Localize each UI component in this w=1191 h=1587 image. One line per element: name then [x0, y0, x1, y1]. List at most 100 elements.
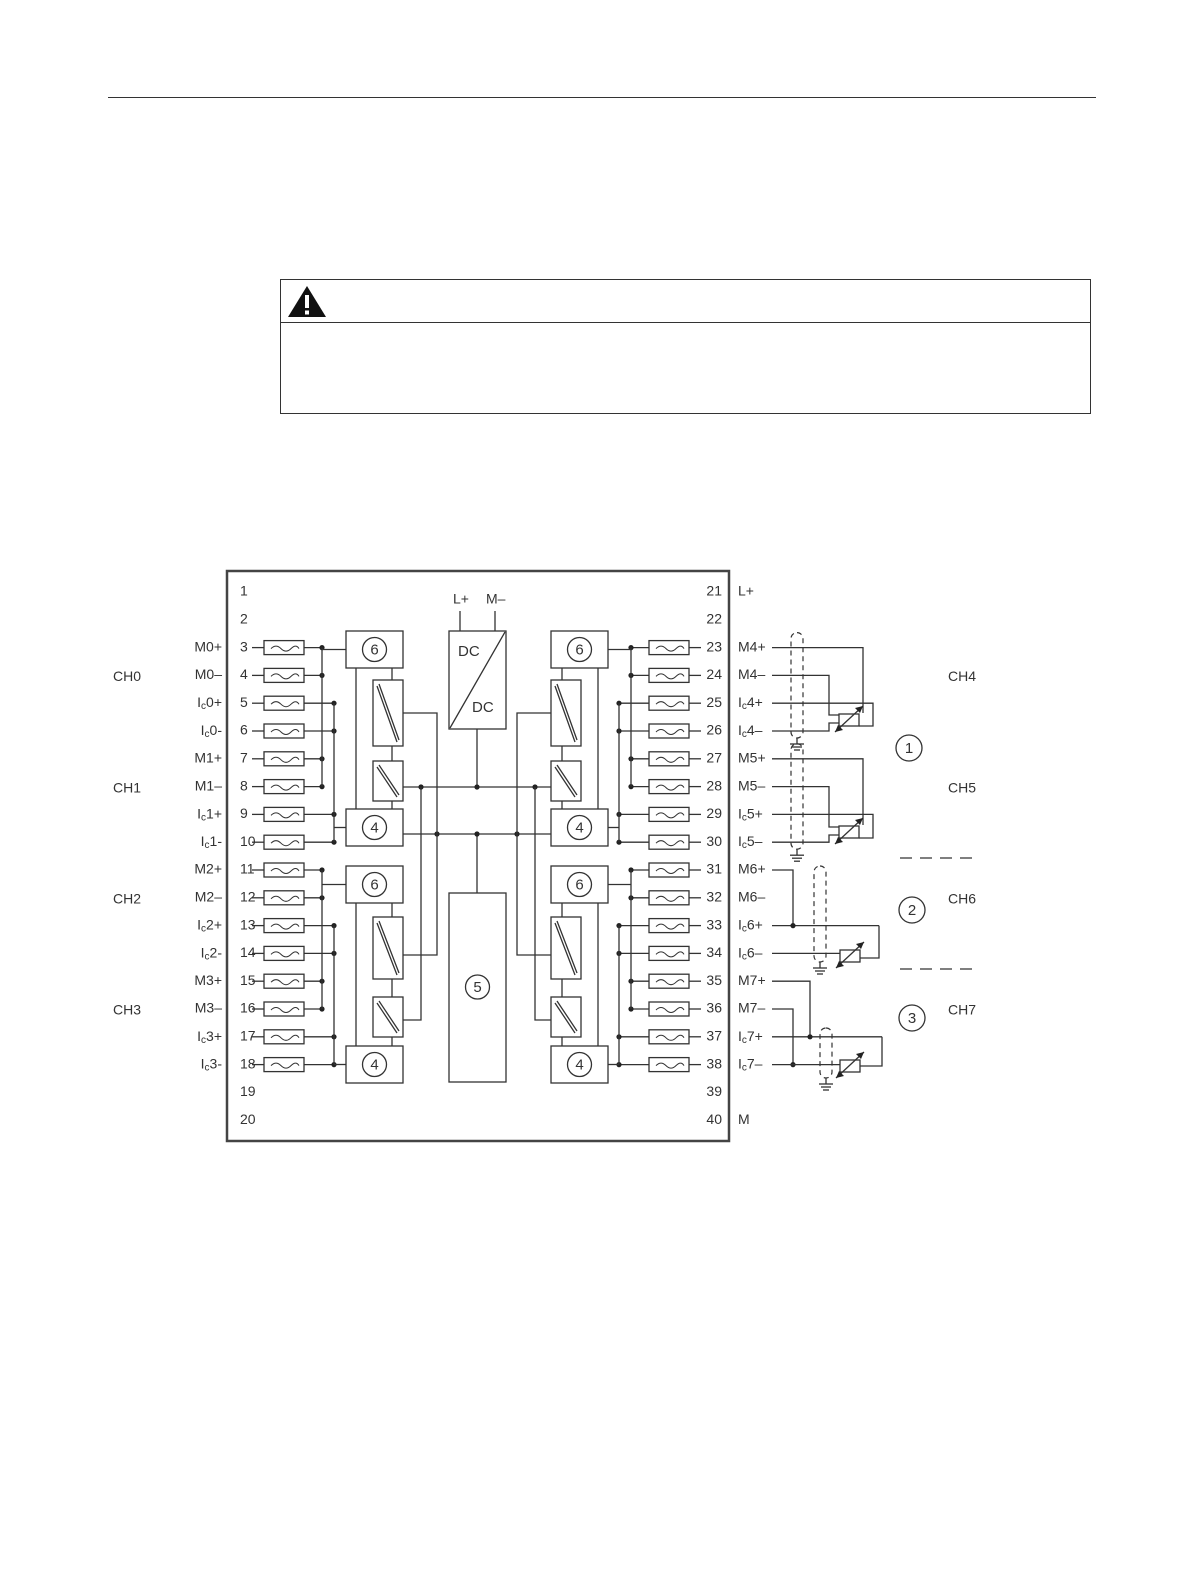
terminal-number: 40 — [706, 1111, 722, 1127]
external-wire — [772, 869, 794, 926]
converter-slash — [378, 683, 400, 741]
terminal-number: 5 — [240, 694, 248, 710]
terminal-label: Ic3+ — [197, 1028, 222, 1046]
terminal-label: Ic7+ — [738, 1028, 763, 1046]
terminal-label: M1+ — [194, 750, 222, 766]
terminal-number: 8 — [240, 777, 248, 793]
terminal-number: 6 — [240, 722, 248, 738]
terminal-number: 1 — [240, 583, 248, 599]
filter-wave — [655, 784, 685, 791]
channel-label: CH5 — [948, 779, 976, 795]
terminal-label: M4– — [738, 666, 765, 682]
callout-4-circle — [361, 814, 388, 841]
filter-wave — [270, 923, 300, 930]
terminal-label: M7– — [738, 1000, 765, 1016]
filter-wave — [655, 729, 685, 735]
dcdc-label: DC — [458, 643, 480, 660]
filter-wave — [655, 645, 685, 652]
converter-slash — [376, 766, 398, 798]
callout-4: 4 — [370, 1056, 378, 1073]
terminal-number: 39 — [706, 1083, 722, 1099]
external-wire — [772, 1008, 794, 1065]
callout-5-circle — [464, 974, 491, 1000]
terminal-number: 14 — [240, 944, 256, 960]
warning-triangle-icon — [288, 286, 326, 317]
rtd-arrowhead — [855, 818, 863, 825]
filter-wave — [270, 1034, 300, 1041]
terminal-number: 13 — [240, 916, 256, 932]
junction-dot — [331, 839, 337, 845]
bus-wire — [516, 834, 551, 956]
terminal-label: Ic2+ — [197, 916, 222, 934]
terminal-number: 2 — [240, 611, 248, 627]
callout-6: 6 — [575, 876, 583, 893]
terminal-number: 33 — [706, 916, 722, 932]
terminal-label: M6– — [738, 889, 765, 905]
terminal-label: Ic2- — [201, 944, 223, 962]
terminal-number: 29 — [706, 805, 722, 821]
terminal-label: Ic3- — [201, 1055, 223, 1073]
external-wire — [860, 1036, 883, 1067]
converter-slash — [378, 764, 400, 796]
filter-wave — [655, 1062, 685, 1069]
dcdc-label: DC — [472, 699, 494, 716]
external-wire — [772, 834, 839, 843]
rtd-arrowhead — [835, 725, 843, 732]
external-wire — [772, 722, 839, 732]
terminal-number: 12 — [240, 889, 256, 905]
bus-wire — [403, 787, 422, 1021]
channel-label: CH6 — [948, 891, 976, 907]
filter-wave — [655, 1034, 685, 1041]
junction-dot — [616, 839, 622, 845]
filter-wave — [270, 784, 300, 791]
channel-label: CH2 — [113, 891, 141, 907]
filter-wave — [270, 645, 300, 652]
terminal-number: 10 — [240, 833, 256, 849]
callout-4: 4 — [575, 819, 583, 836]
terminal-number: 18 — [240, 1055, 256, 1071]
filter-wave — [270, 979, 300, 986]
terminal-number: 9 — [240, 805, 248, 821]
terminal-label: M2+ — [194, 861, 222, 877]
filter-wave — [270, 673, 300, 680]
converter-box — [550, 679, 582, 747]
terminal-number: 23 — [706, 638, 722, 654]
bus-wire — [516, 712, 551, 834]
callout-1-circle — [895, 734, 923, 762]
terminal-number: 28 — [706, 777, 722, 793]
terminal-number: 20 — [240, 1111, 256, 1127]
terminal-label: Ic4+ — [738, 694, 763, 712]
callout-4-circle — [566, 814, 593, 841]
cable-shield — [819, 1027, 833, 1079]
terminal-label: M — [738, 1111, 750, 1127]
terminal-label: M5+ — [738, 750, 766, 766]
terminal-label: Ic6+ — [738, 916, 763, 934]
rtd-arrowhead — [856, 1052, 864, 1059]
filter-wave — [655, 701, 685, 708]
terminal-number: 24 — [706, 666, 722, 682]
terminal-label: M7+ — [738, 972, 766, 988]
terminal-number: 36 — [706, 1000, 722, 1016]
junction-dot — [474, 831, 480, 837]
terminal-number: 21 — [706, 583, 722, 599]
module-outline — [225, 569, 731, 1143]
terminal-label: L+ — [738, 583, 754, 599]
terminal-label: M1– — [195, 777, 222, 793]
terminal-number: 3 — [240, 638, 248, 654]
converter-slash — [376, 922, 398, 976]
terminal-number: 31 — [706, 861, 722, 877]
filter-wave — [270, 951, 300, 958]
converter-slash — [378, 920, 400, 974]
header-rule — [108, 97, 1096, 98]
cable-shield — [813, 865, 827, 963]
junction-dot — [474, 784, 480, 790]
terminal-number: 15 — [240, 972, 256, 988]
terminal-label: Ic0+ — [197, 694, 222, 712]
terminal-label: Ic5+ — [738, 805, 763, 823]
filter-wave — [270, 812, 300, 819]
terminal-label: Ic1+ — [197, 805, 222, 823]
callout-6-circle — [361, 636, 388, 663]
channel-label: CH1 — [113, 779, 141, 795]
filter-wave — [270, 1062, 300, 1069]
rtd-sensor — [839, 1059, 861, 1073]
